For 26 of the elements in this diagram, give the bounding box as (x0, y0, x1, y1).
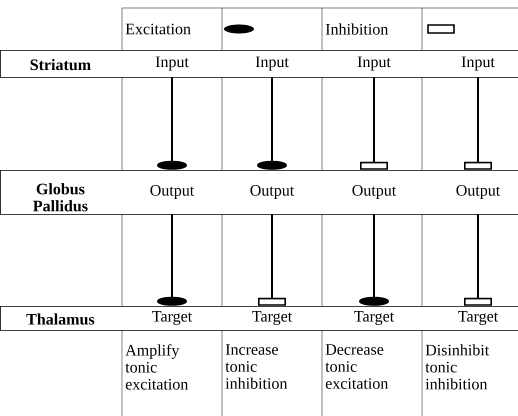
level-label: Target (354, 311, 394, 325)
level-label: Input (358, 56, 391, 70)
outcome-text: Increase tonic inhibition (225, 344, 288, 389)
level-label: Input (256, 56, 289, 70)
connector (157, 77, 187, 170)
legend-label: Excitation (126, 24, 191, 34)
outcome-text: Amplify tonic excitation (125, 344, 188, 390)
level-label: Target (252, 311, 292, 325)
connector (359, 214, 389, 306)
level-label: Output (456, 185, 500, 199)
connector (257, 77, 287, 170)
level-label: Target (152, 311, 192, 325)
level-label: Input (462, 56, 495, 70)
connector (464, 214, 492, 306)
connector (464, 77, 492, 170)
connector (258, 214, 286, 306)
outcome-text: Disinhibit tonic inhibition (425, 344, 490, 390)
level-label: Input (156, 56, 189, 70)
legend-label: Inhibition (326, 23, 388, 35)
connector (360, 77, 388, 170)
connector (157, 214, 187, 306)
level-label: Output (150, 185, 194, 199)
level-label: Target (458, 311, 498, 325)
outcome-text: Decrease tonic excitation (325, 344, 388, 389)
level-label: Output (352, 185, 396, 199)
level-label: Output (250, 185, 294, 199)
